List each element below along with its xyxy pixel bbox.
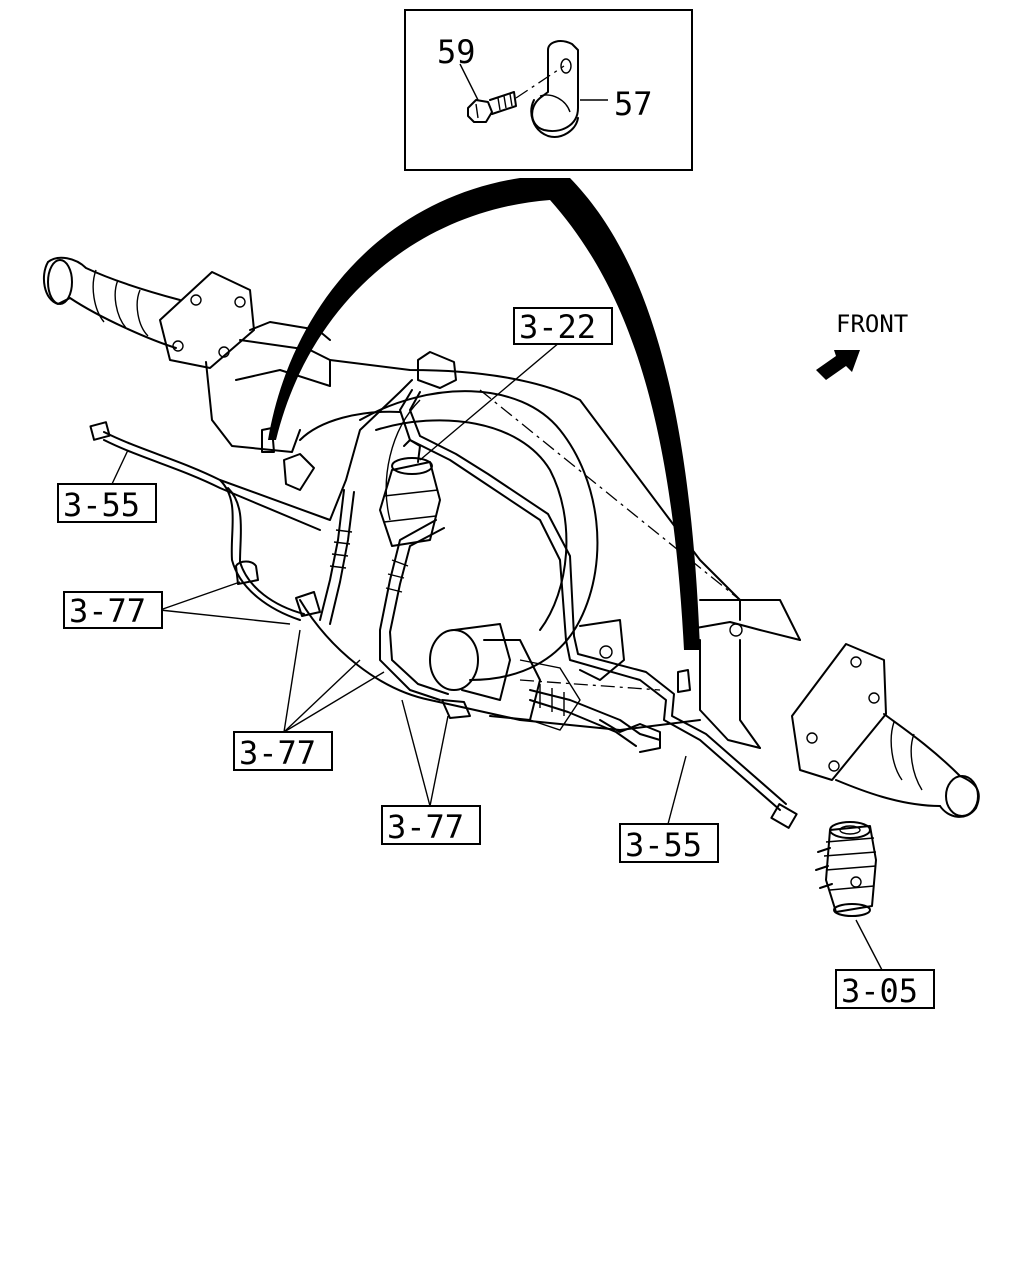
callout-box-3-77-left <box>63 591 163 629</box>
front-label: FRONT <box>836 310 908 338</box>
callout-3-77-left: 3-77 <box>69 592 146 630</box>
axle-housing <box>42 256 980 818</box>
callout-box-3-55-right <box>619 823 719 863</box>
callout-3-05: 3-05 <box>841 972 918 1010</box>
detail-curve <box>268 178 700 650</box>
callout-box-3-55-left <box>57 483 157 523</box>
callout-59: 59 <box>437 33 476 71</box>
bolt-part <box>467 91 517 123</box>
brake-lines <box>89 379 798 829</box>
callout-3-77-mid: 3-77 <box>239 734 316 772</box>
callout-3-55-left: 3-55 <box>63 486 140 524</box>
callout-box-3-22 <box>513 307 613 345</box>
callout-3-55-right: 3-55 <box>625 826 702 864</box>
callout-57: 57 <box>614 85 653 123</box>
front-arrow <box>816 350 860 380</box>
callout-box-3-05 <box>835 969 935 1009</box>
wheel-cylinder <box>815 821 877 917</box>
clamp-part <box>530 40 579 138</box>
callout-3-77-bottom: 3-77 <box>387 808 464 846</box>
callout-box-3-77-mid <box>233 731 333 771</box>
callout-3-22: 3-22 <box>519 308 596 346</box>
detail-inset <box>404 9 693 171</box>
callout-box-3-77-bottom <box>381 805 481 845</box>
leader-lines <box>111 341 883 971</box>
